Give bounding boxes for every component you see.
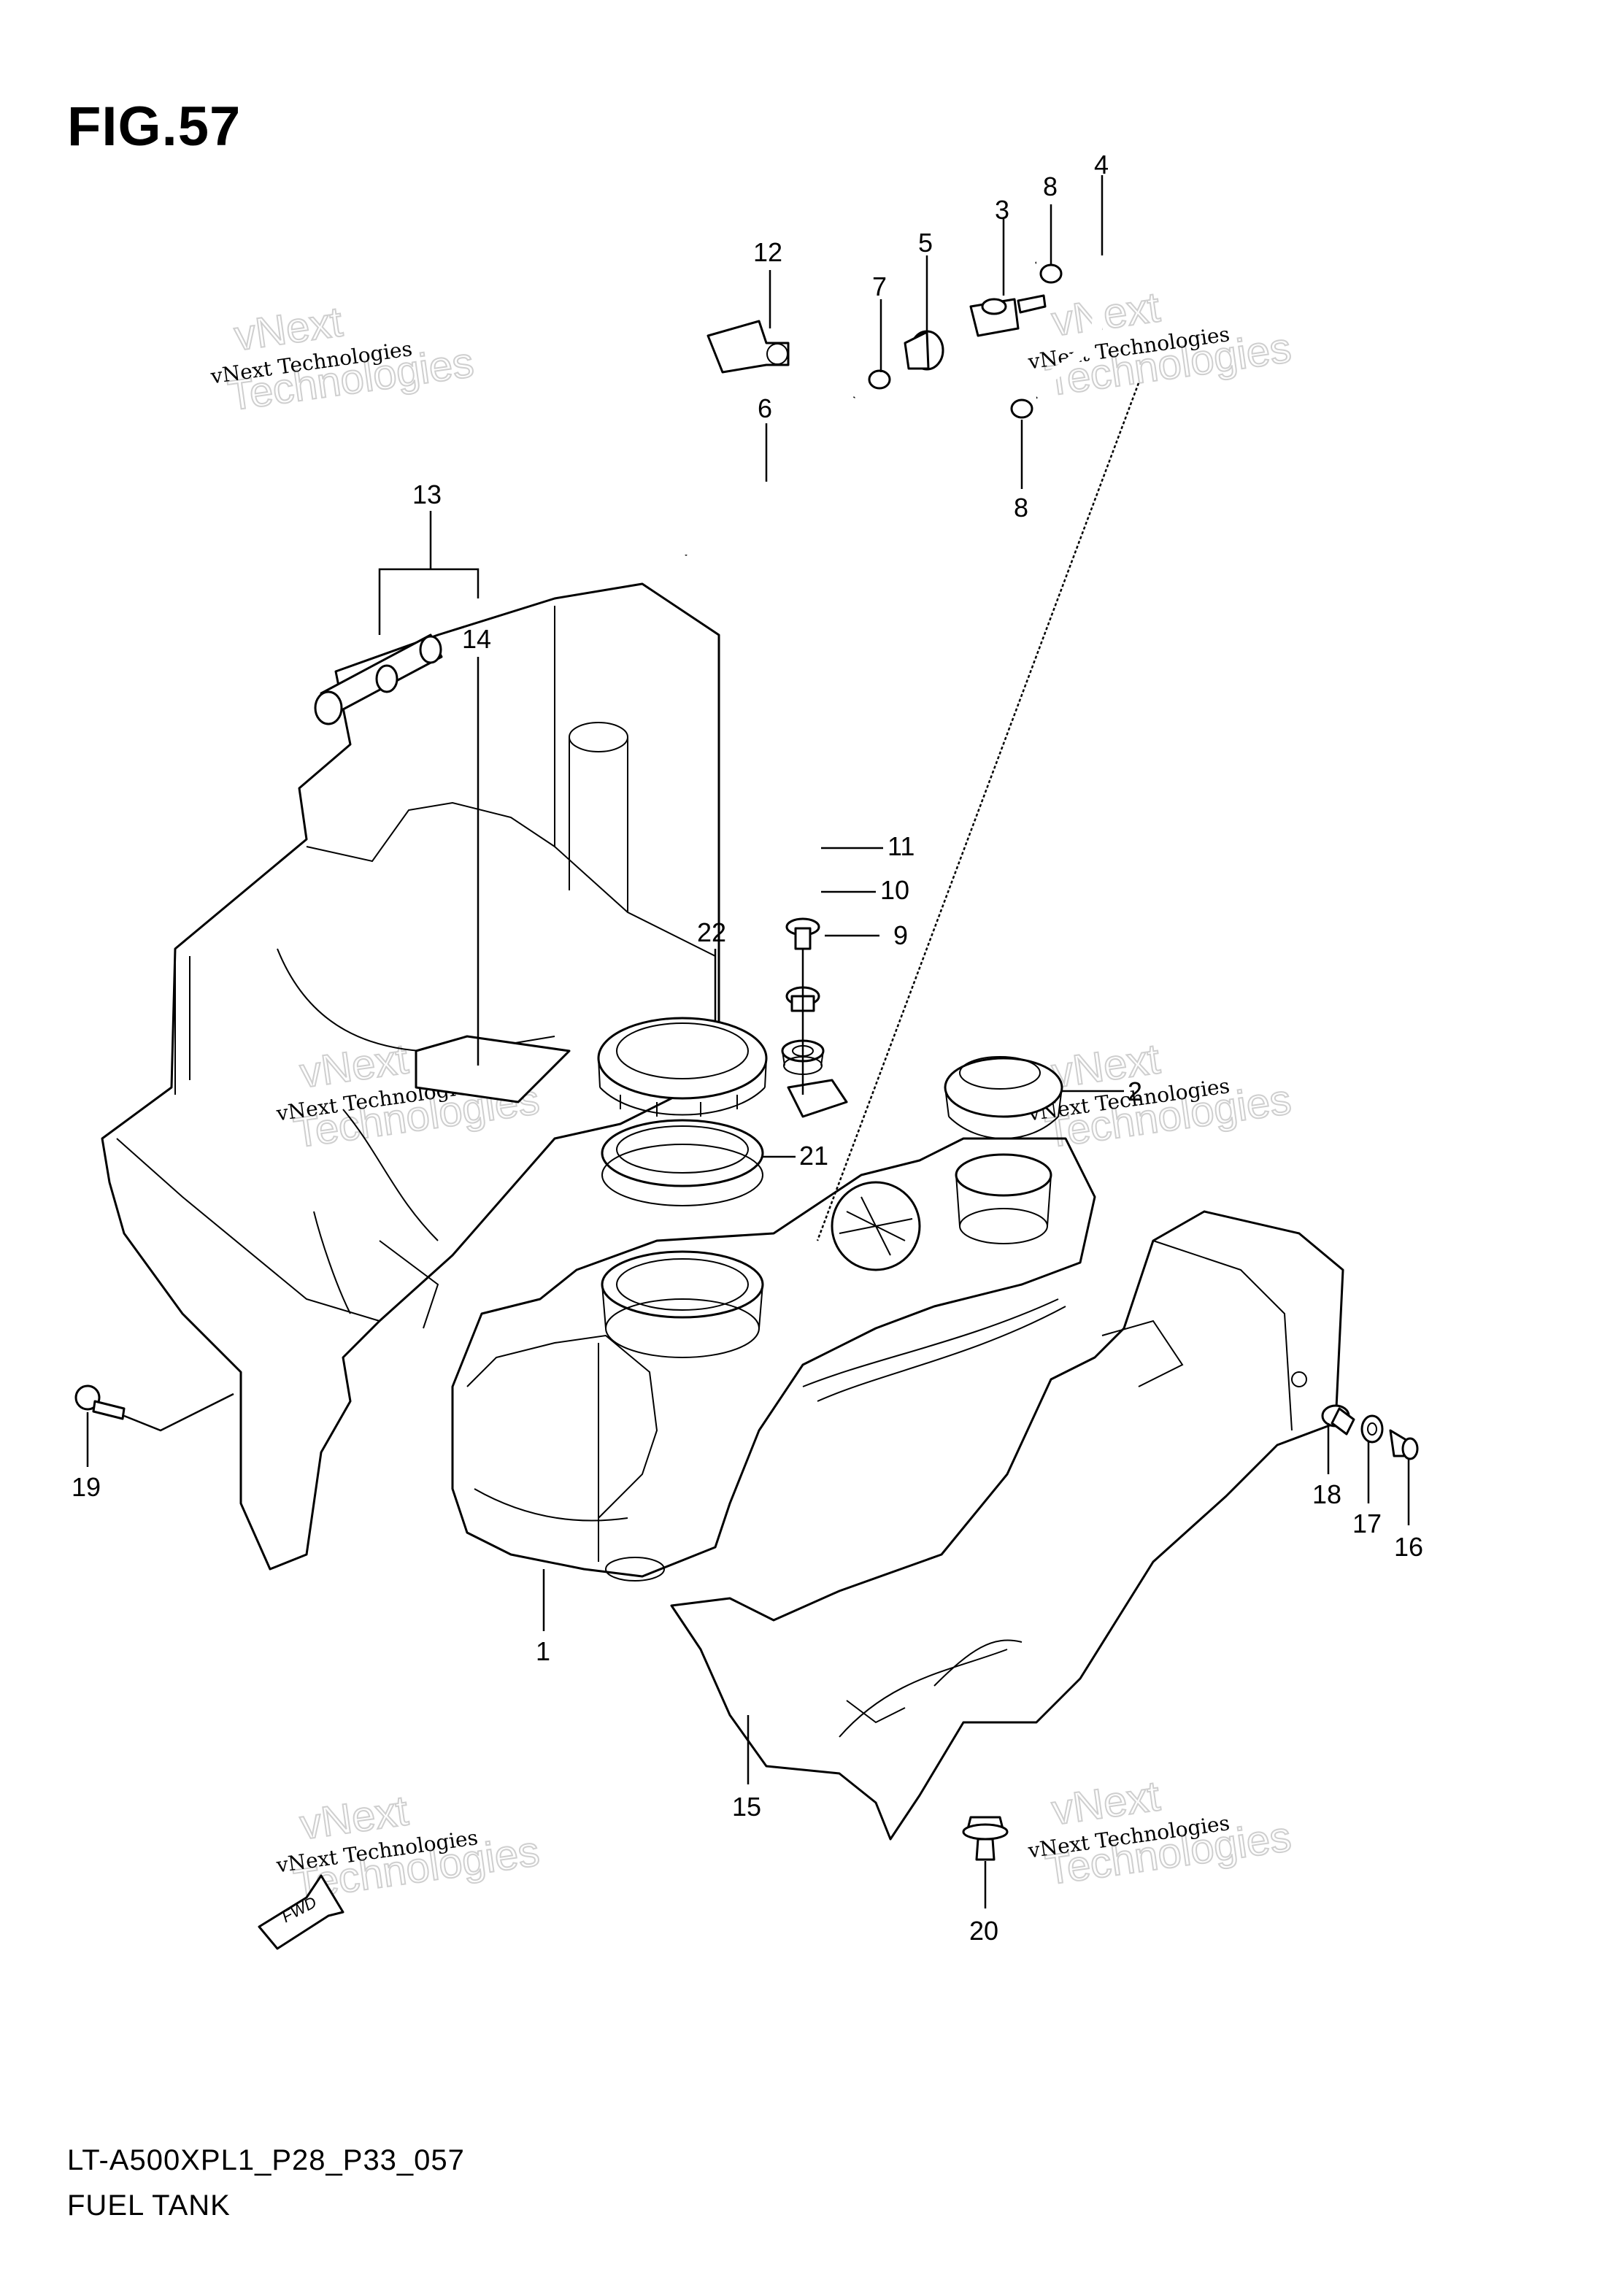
callout-4: 4 — [1094, 150, 1109, 180]
fwd-arrow: FWD — [258, 1874, 344, 1950]
callout-8-top: 8 — [1043, 172, 1058, 201]
part-gasket — [601, 1119, 764, 1206]
callout-21: 21 — [799, 1141, 828, 1171]
leader-lines — [86, 175, 1410, 1908]
callout-5: 5 — [918, 228, 933, 258]
callout-11: 11 — [887, 831, 915, 861]
callout-6: 6 — [758, 393, 772, 423]
part-fuel-cap — [944, 1056, 1063, 1139]
callout-17: 17 — [1352, 1509, 1382, 1538]
part-clip-7 — [868, 369, 891, 390]
callout-2: 2 — [1128, 1076, 1142, 1106]
figure-title: FIG.57 — [67, 96, 242, 158]
part-connector-5 — [904, 330, 944, 371]
figure-code: LT-A500XPL1_P28_P33_057 — [67, 2144, 465, 2176]
watermark-top-left: vNext Technologies vNext Technologies — [209, 297, 477, 420]
callout-8-bottom: 8 — [1014, 493, 1028, 523]
callout-7: 7 — [872, 271, 887, 301]
callout-14: 14 — [462, 624, 491, 654]
callout-20: 20 — [969, 1916, 998, 1946]
part-clip-8-top — [1039, 263, 1063, 284]
callout-13: 13 — [412, 479, 442, 509]
callout-18: 18 — [1312, 1479, 1341, 1509]
part-fuel-tank — [451, 1079, 1096, 1582]
callout-3: 3 — [995, 195, 1009, 225]
watermark-bottom-right: vNext Technologies vNext Technologies — [1026, 1771, 1295, 1895]
part-hose-6 — [682, 395, 858, 556]
watermark-top-right: vNext Technologies vNext Technologies — [1026, 282, 1295, 406]
part-ring-nut — [597, 1017, 768, 1117]
callout-10: 10 — [880, 875, 909, 905]
part-right-side-cover — [670, 1210, 1344, 1841]
callout-22: 22 — [697, 917, 726, 947]
callout-15: 15 — [732, 1792, 761, 1822]
callout-9: 9 — [893, 920, 908, 950]
callout-1: 1 — [536, 1636, 550, 1666]
callout-labels: 12 7 5 3 8 4 6 8 13 14 11 10 9 22 2 21 1… — [72, 150, 1423, 1946]
figure-name: FUEL TANK — [67, 2189, 231, 2222]
part-bolt-19 — [74, 1384, 126, 1420]
part-clip-8-bottom — [1010, 398, 1033, 419]
part-clip — [962, 1816, 1009, 1861]
part-left-frame-cover — [101, 582, 720, 1571]
callout-12: 12 — [753, 237, 782, 267]
part-collar-washer-bolt — [1321, 1404, 1419, 1460]
part-clamp — [706, 320, 790, 374]
part-valve-3 — [969, 294, 1047, 337]
callout-19: 19 — [72, 1472, 101, 1502]
callout-16: 16 — [1394, 1532, 1423, 1562]
part-hose-4 — [888, 257, 1104, 447]
watermark-bottom-left: vNext Technologies vNext Technologies — [274, 1786, 543, 1909]
